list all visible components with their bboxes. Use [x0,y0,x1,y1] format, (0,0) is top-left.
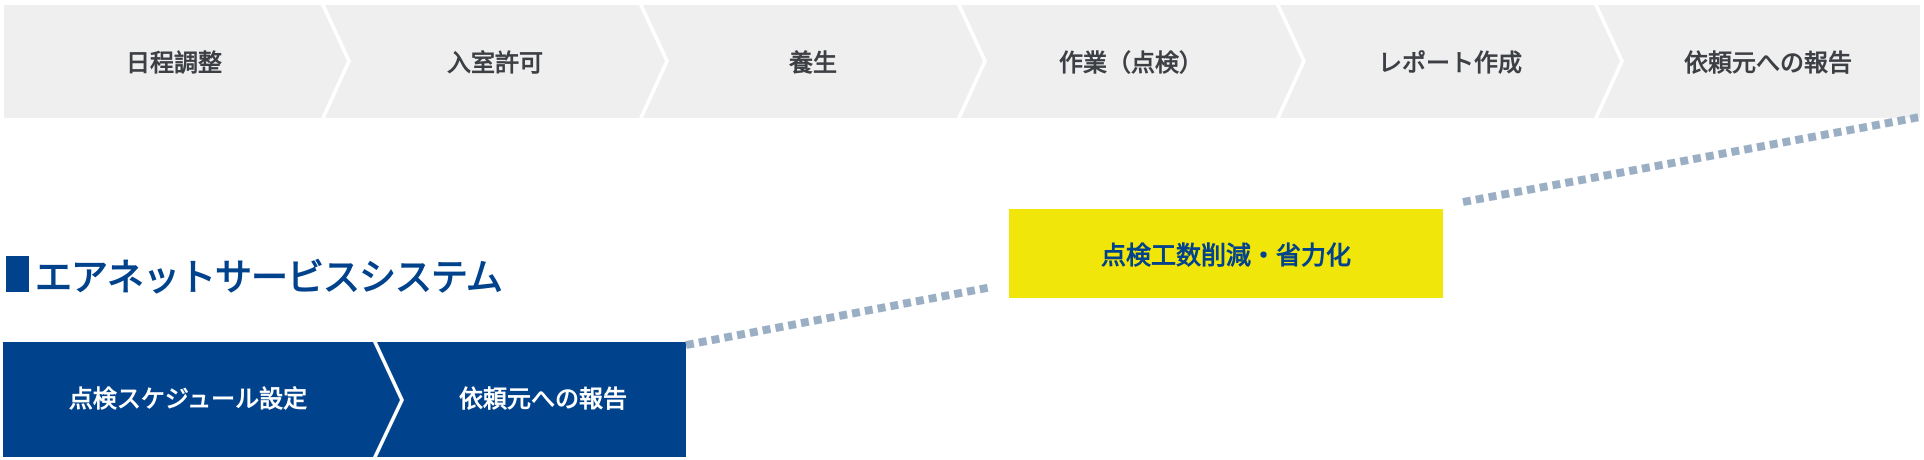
system-title: エアネットサービスシステム [6,252,503,299]
process-step-3-shape [643,5,983,118]
system-step-1-shape [3,342,400,457]
process-step-4-label: 作業（点検） [1059,49,1203,77]
process-bar [4,5,1920,118]
process-step-5-shape [1280,5,1620,118]
process-step-2-label: 入室許可 [447,49,543,77]
dashed-connector-left [685,283,993,349]
system-title-text: エアネットサービスシステム [35,256,503,299]
process-step-2-shape [325,5,665,118]
benefit-box: 点検工数削減・省力化 [1009,209,1443,298]
process-step-6-shape [1598,5,1920,118]
system-step-1-label: 点検スケジュール設定 [68,385,308,413]
process-step-3-label: 養生 [789,49,837,77]
process-step-1-label: 日程調整 [126,49,222,77]
system-flow [3,342,686,457]
dashed-connector-right [1462,113,1921,206]
system-step-2-label: 依頼元への報告 [459,385,627,413]
process-step-1-shape [4,5,347,118]
process-step-5-label: レポート作成 [1378,49,1522,77]
square-bullet-icon [6,256,29,292]
system-step-2-shape [377,342,686,457]
process-step-6-label: 依頼元への報告 [1684,49,1852,77]
benefit-label: 点検工数削減・省力化 [1100,240,1351,270]
process-step-4-shape [961,5,1302,118]
